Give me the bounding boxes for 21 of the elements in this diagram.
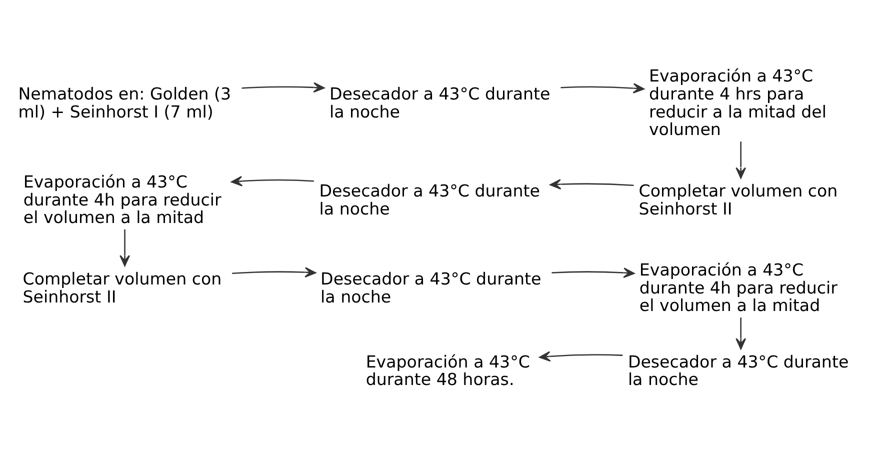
node-text: Desecador a 43°C durante la noche	[330, 84, 550, 121]
node-text: Evaporación a 43°C durante 4h para reducir el volumen a la mitad	[639, 260, 838, 315]
node-text: Evaporación a 43°C durante 4 hrs para reducir a la mitad del volumen	[649, 66, 827, 139]
arrow	[550, 178, 634, 190]
node-text: Evaporación a 43°C durante 48 horas.	[366, 352, 530, 389]
arrow	[539, 350, 623, 362]
arrow	[736, 141, 746, 178]
arrow	[232, 266, 316, 278]
node-text: Completar volumen con Seinhorst II	[638, 180, 838, 218]
arrow	[560, 82, 644, 93]
arrow	[736, 317, 746, 349]
arrow	[120, 228, 130, 266]
node-text: Desecador a 43°C durante la noche	[319, 180, 540, 218]
arrow	[242, 82, 325, 92]
arrow	[552, 267, 635, 278]
node-text: Evaporación a 43°C durante 4h para reducir el volumen a la mitad	[23, 172, 222, 227]
node-text: Desecador a 43°C durante la noche	[320, 268, 542, 306]
arrow	[231, 175, 314, 186]
node-text: Desecador a 43°C durante la noche	[628, 352, 849, 389]
node-text: Nematodos en: Golden (3 ml) + Seinhorst I (7 ml)	[18, 84, 232, 121]
node-text: Completar volumen con Seinhorst II	[22, 268, 222, 306]
